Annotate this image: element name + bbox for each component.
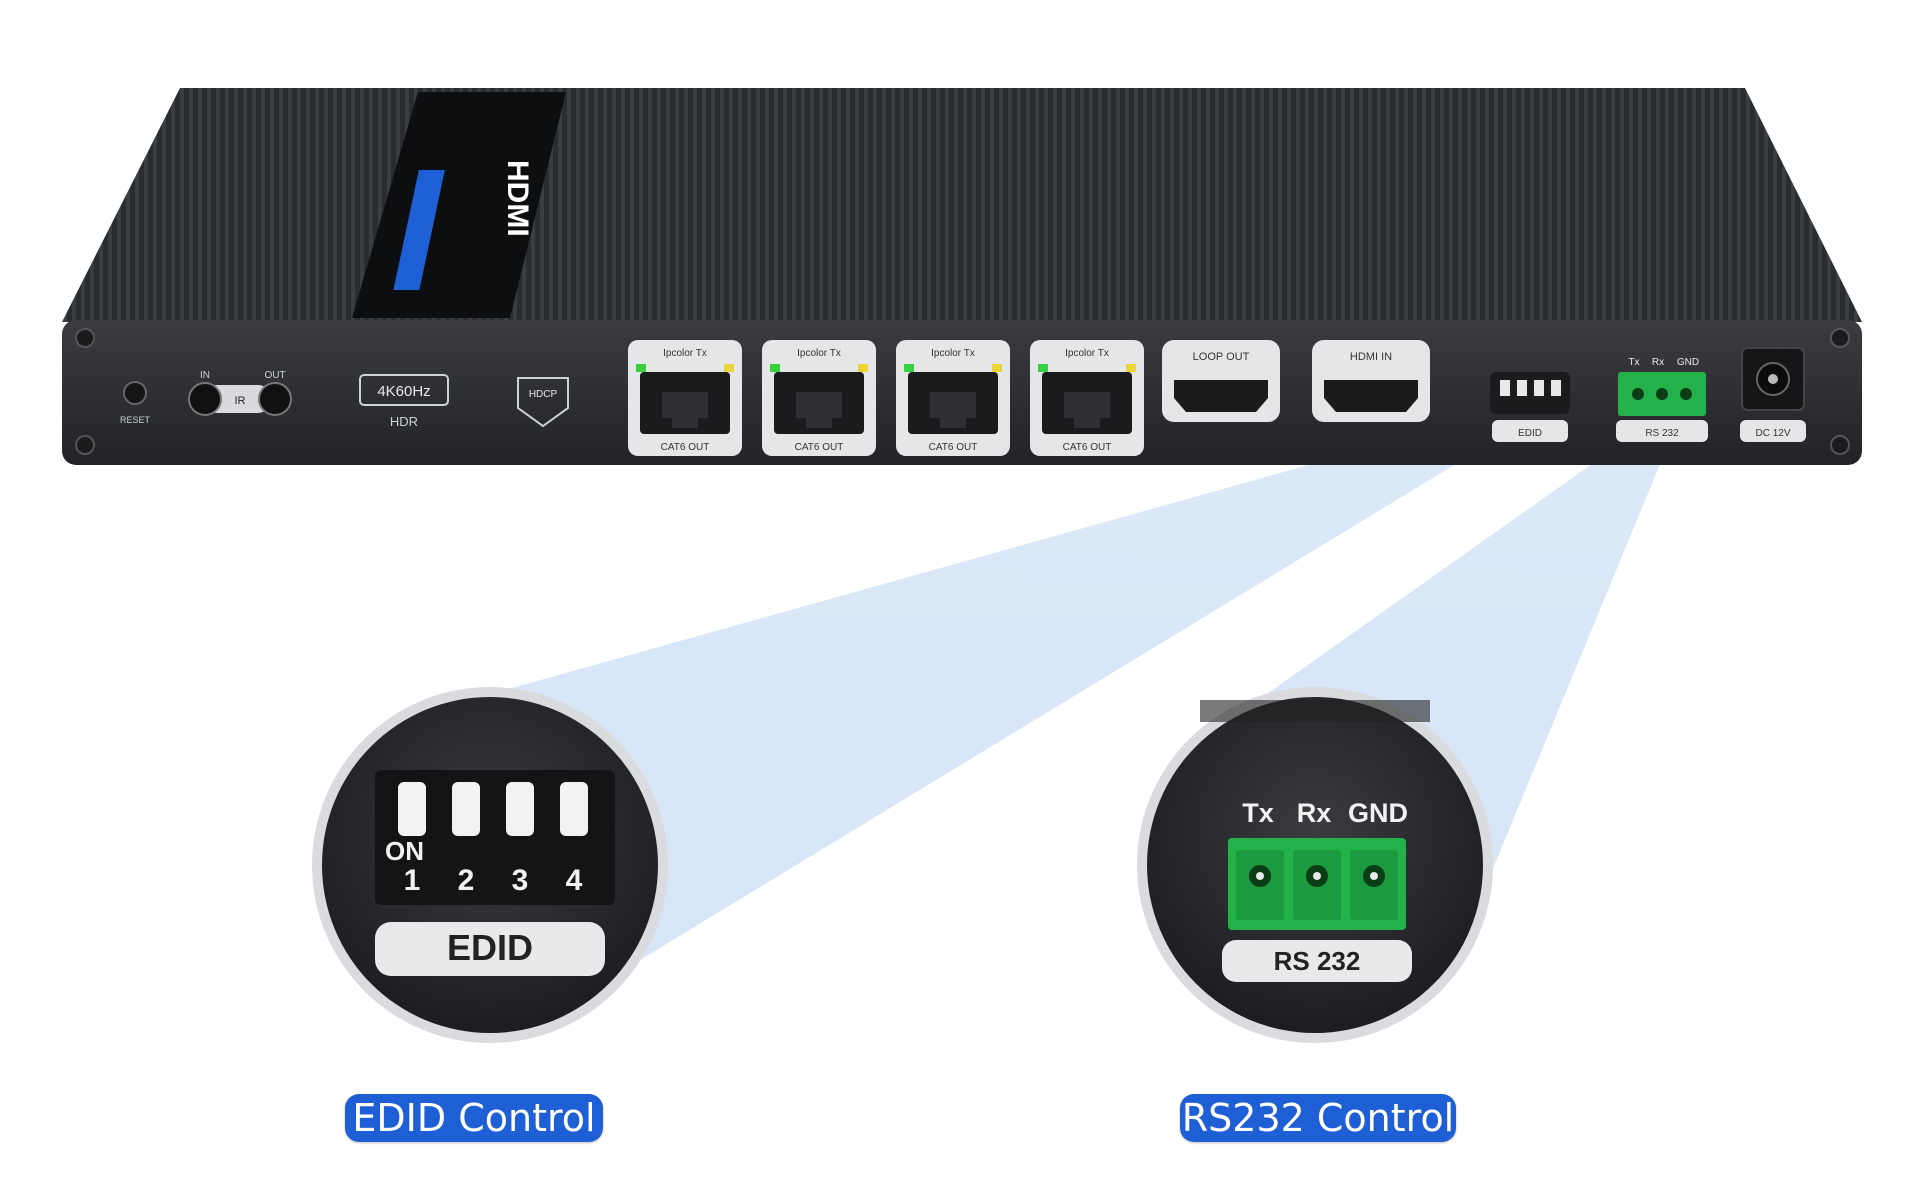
rs232-pin-gnd: GND	[1348, 798, 1408, 828]
hdcp-label: HDCP	[529, 389, 558, 400]
activity-led-icon	[992, 364, 1002, 372]
screw-icon	[1830, 328, 1850, 348]
dc-label: DC 12V	[1755, 428, 1790, 439]
rj45-top-label: Ipcolor Tx	[797, 348, 841, 359]
resolution-label: 4K60Hz	[377, 383, 430, 400]
rj45-top-label: Ipcolor Tx	[931, 348, 975, 359]
edid-zoom-circle: ON 1 2 3 4 EDID	[312, 687, 668, 1043]
hdmi-in-label: HDMI IN	[1350, 351, 1392, 363]
device-top	[62, 88, 1862, 322]
link-led-icon	[770, 364, 780, 372]
reset-button-icon	[123, 381, 147, 405]
rs232-small-rx: Rx	[1652, 357, 1664, 368]
edid-switch-4: 4	[566, 864, 583, 897]
resolution-badge	[359, 374, 449, 406]
link-led-icon	[636, 364, 646, 372]
rs232-control-caption: RS232 Control	[1180, 1094, 1456, 1142]
loop-out-label: LOOP OUT	[1193, 351, 1250, 363]
activity-led-icon	[1126, 364, 1136, 372]
edid-small-label: EDID	[1518, 428, 1542, 439]
edid-switch-3: 3	[512, 864, 529, 897]
hdmi-loop-out-port-icon	[1174, 380, 1268, 412]
ir-in-jack-icon	[188, 382, 222, 416]
link-led-icon	[904, 364, 914, 372]
rj45-top-label: Ipcolor Tx	[663, 348, 707, 359]
edid-switch-1: 1	[404, 864, 421, 897]
hdr-label: HDR	[390, 414, 418, 429]
rs232-small-tx: Tx	[1628, 357, 1639, 368]
hdcp-shield-icon	[517, 377, 569, 428]
rs232-small-label: RS 232	[1645, 428, 1679, 439]
hdmi-in-port-icon	[1324, 380, 1418, 412]
ir-in-label: IN	[200, 370, 210, 381]
reset-label: RESET	[120, 415, 151, 425]
rj45-port-group: Ipcolor Tx CAT6 OUT Ipcolor Tx CAT6 OUT Ipco…	[628, 340, 1144, 456]
brand-arrow	[393, 170, 445, 290]
ir-label: IR	[235, 395, 246, 407]
rs232-small-plate	[1616, 420, 1708, 442]
screw-icon	[1830, 435, 1850, 455]
edid-beam	[505, 410, 1520, 960]
rj45-bottom-label: CAT6 OUT	[1063, 442, 1112, 453]
ir-out-label: OUT	[264, 370, 285, 381]
edid-switch-2: 2	[458, 864, 475, 897]
rs232-pin-tx: Tx	[1242, 798, 1274, 828]
brand-logo: HDMI	[501, 160, 534, 237]
rs232-zoom-circle: Tx Rx GND RS 232	[1137, 687, 1493, 1043]
edid-on-label: ON	[385, 836, 424, 866]
activity-led-icon	[858, 364, 868, 372]
activity-led-icon	[724, 364, 734, 372]
edid-control-caption: EDID Control	[345, 1094, 603, 1142]
edid-small-plate	[1492, 420, 1568, 442]
rs232-pin-rx: Rx	[1297, 798, 1332, 828]
ir-out-jack-icon	[258, 382, 292, 416]
rj45-bottom-label: CAT6 OUT	[795, 442, 844, 453]
rs232-small-gnd: GND	[1677, 357, 1699, 368]
rj45-bottom-label: CAT6 OUT	[661, 442, 710, 453]
link-led-icon	[1038, 364, 1048, 372]
dc-plate	[1740, 420, 1806, 442]
screw-icon	[75, 435, 95, 455]
rs232-zoom-label: RS 232	[1274, 946, 1361, 976]
rj45-bottom-label: CAT6 OUT	[929, 442, 978, 453]
edid-zoom-label: EDID	[447, 927, 533, 968]
rj45-top-label: Ipcolor Tx	[1065, 348, 1109, 359]
screw-icon	[75, 328, 95, 348]
